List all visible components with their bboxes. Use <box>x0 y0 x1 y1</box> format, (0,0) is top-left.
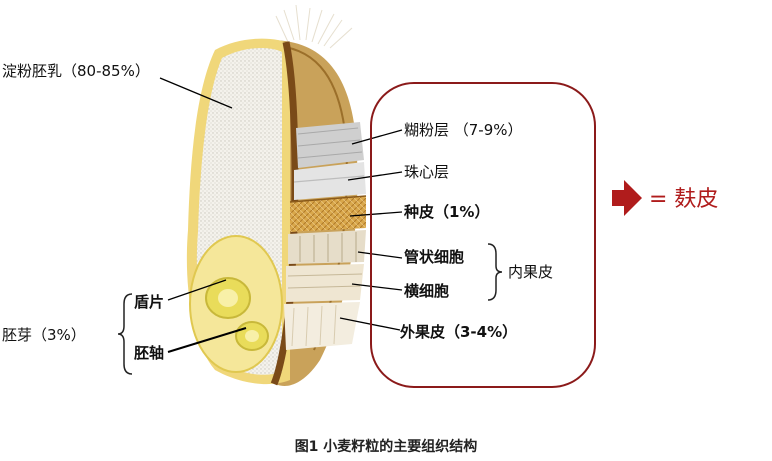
embryonic-axis-label: 胚轴 <box>134 344 165 362</box>
inner-pericarp-label: 内果皮 <box>508 263 554 281</box>
embryo-label: 胚芽（3%） <box>2 326 86 344</box>
scutellum-label: 盾片 <box>134 293 165 311</box>
nucellar-label: 珠心层 <box>404 163 450 181</box>
tube-cells-label: 管状细胞 <box>404 248 465 266</box>
bran-layers <box>284 122 367 350</box>
aleurone-label: 糊粉层 （7-9%） <box>404 121 523 139</box>
bran-arrow-icon <box>612 180 642 216</box>
germ <box>189 235 283 373</box>
bran-label: = 麸皮 <box>649 187 719 212</box>
outer-pericarp-label: 外果皮（3-4%） <box>400 323 518 341</box>
endosperm-label: 淀粉胚乳（80-85%） <box>2 62 150 80</box>
embryo-brace <box>117 293 133 375</box>
inner-pericarp-brace <box>487 243 503 301</box>
bran-group-box <box>370 82 596 388</box>
cross-cells-label: 横细胞 <box>404 282 450 300</box>
seed-coat-label: 种皮（1%） <box>404 203 490 221</box>
brush-hairs <box>275 4 353 49</box>
figure-caption: 图1 小麦籽粒的主要组织结构 <box>294 439 478 455</box>
